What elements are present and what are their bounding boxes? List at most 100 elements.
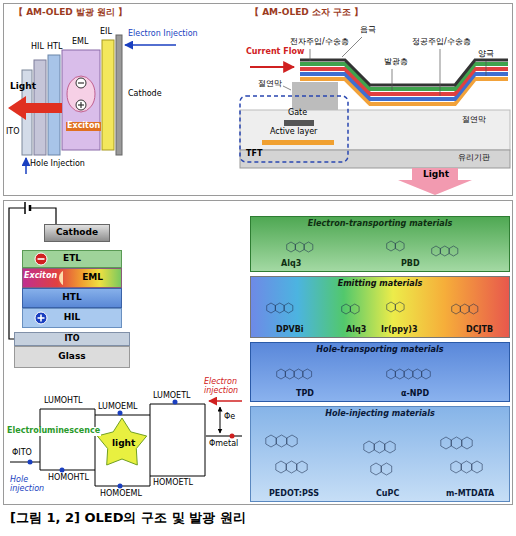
- part-label: LUMOHTL: [44, 397, 82, 406]
- molecule-sketch: [266, 435, 276, 447]
- part-label: Electroluminescence: [6, 427, 101, 436]
- molecule-sketch: [287, 435, 297, 447]
- battery-symbol: [20, 202, 36, 215]
- molecule-sketch: [275, 303, 284, 313]
- molecule-sketch: [460, 304, 469, 314]
- molecule-sketch: [395, 369, 404, 379]
- panel-title: Emitting materials: [251, 279, 509, 288]
- layer-band: ITO: [14, 332, 130, 346]
- device-structure-sketch: [240, 37, 510, 195]
- material-name: m-MTDATA: [446, 490, 494, 499]
- molecule-sketch: [381, 463, 391, 475]
- molecule-sketch: [387, 369, 396, 379]
- device-structure-sketch: [398, 168, 472, 195]
- emission-principle-sketch: [116, 35, 122, 155]
- molecule-structure: [251, 407, 511, 503]
- emission-principle-sketch: [62, 50, 100, 150]
- molecule-sketch: [462, 437, 472, 449]
- emission-principle-sketch: [102, 40, 114, 150]
- molecule-sketch: [303, 369, 312, 379]
- material-panel: Hole-transporting materialsTPDα-NPD: [250, 342, 510, 402]
- part-label: Exciton: [24, 272, 57, 281]
- molecule-sketch: [371, 463, 381, 475]
- material-name: Ir(ppy)3: [381, 326, 417, 335]
- molecule-sketch: [297, 461, 307, 473]
- emission-principle-sketch: [8, 35, 176, 174]
- part-label: LUMOEML: [98, 403, 138, 412]
- molecule-sketch: [294, 369, 303, 379]
- molecule-sketch: [342, 304, 351, 314]
- energy-level-diagram: [209, 400, 242, 402]
- device-structure-sketch: [392, 69, 393, 91]
- molecule-sketch: [284, 303, 293, 313]
- molecule-sketch: [286, 461, 296, 473]
- part-label: Exciton: [66, 122, 101, 131]
- layer-band: Cathode: [44, 224, 110, 242]
- material-panel: Hole-injecting materialsPEDOT:PSSCuPCm-M…: [250, 406, 510, 502]
- material-name: Alq3: [281, 260, 301, 269]
- molecule-sketch: [385, 441, 395, 453]
- molecule-sketch: [350, 304, 359, 314]
- energy-level-diagram: [40, 409, 95, 470]
- molecule-sketch: [472, 461, 482, 473]
- material-name: PBD: [401, 260, 420, 269]
- material-name: DPVBi: [276, 326, 304, 335]
- molecule-sketch: [449, 246, 458, 256]
- device-structure-sketch: [262, 140, 334, 145]
- layer-name: HTL: [62, 293, 81, 303]
- layer-name: ETL: [63, 254, 81, 264]
- molecule-sketch: [387, 302, 396, 312]
- energy-level-diagram: [118, 411, 123, 416]
- molecule-sketch: [451, 461, 461, 473]
- layer-band: ETL: [22, 250, 122, 268]
- energy-level-diagram: [205, 435, 242, 437]
- energy-level-diagram: [220, 407, 221, 433]
- layer-name: HIL: [64, 313, 81, 323]
- layer-name: Cathode: [56, 228, 98, 238]
- part-label: Hole Injection: [30, 160, 85, 169]
- energy-level-diagram: [60, 468, 65, 473]
- molecule-sketch: [451, 437, 461, 449]
- part-label: TFT: [246, 150, 262, 159]
- material-name: α-NPD: [401, 390, 429, 399]
- charge-symbol: [38, 258, 45, 260]
- material-panel: Electron-transporting materialsAlq3 PBD: [250, 216, 510, 272]
- part-label: 음극: [360, 26, 376, 35]
- battery-symbol: [20, 202, 36, 215]
- device-structure-sketch: [283, 37, 486, 96]
- part-label: Φmetal: [209, 440, 238, 449]
- emission-principle-sketch: [8, 96, 62, 120]
- part-label: ITO: [6, 128, 20, 137]
- charge-symbol: [35, 312, 47, 324]
- material-name: Alq3: [346, 326, 366, 335]
- panel-title: Electron-transporting materials: [251, 219, 509, 228]
- part-label: HTL: [47, 43, 62, 52]
- molecule-sketch: [285, 369, 294, 379]
- device-structure-sketch: [240, 150, 510, 168]
- emission-principle-sketch: [67, 76, 95, 112]
- part-label: 절연막: [462, 116, 486, 125]
- energy-level-diagram: [28, 460, 33, 465]
- part-label: 양극: [478, 50, 494, 59]
- layer-band: Glass: [14, 346, 130, 368]
- device-structure-sketch: [250, 66, 294, 68]
- emission-principle-sketch: [76, 78, 86, 88]
- molecule-sketch: [440, 246, 449, 256]
- molecule-sketch: [277, 369, 286, 379]
- part-label: ΦITO: [12, 449, 32, 458]
- molecule-sketch: [441, 437, 451, 449]
- part-label: LUMOETL: [153, 392, 191, 401]
- device-structure-sketch: [240, 110, 510, 150]
- molecule-sketch: [374, 441, 384, 453]
- molecule-sketch: [404, 369, 413, 379]
- part-label: HOMOEML: [100, 490, 142, 499]
- exciton-glow: [59, 270, 63, 286]
- molecule-sketch: [413, 369, 422, 379]
- part-label: EML: [72, 38, 88, 47]
- part-label: Gate: [288, 109, 307, 118]
- molecule-sketch: [287, 242, 296, 252]
- part-label: Current Flow: [246, 48, 304, 57]
- battery-symbol: [20, 208, 25, 209]
- charge-symbol: [40, 315, 42, 322]
- part-label: Hole injection: [10, 476, 44, 494]
